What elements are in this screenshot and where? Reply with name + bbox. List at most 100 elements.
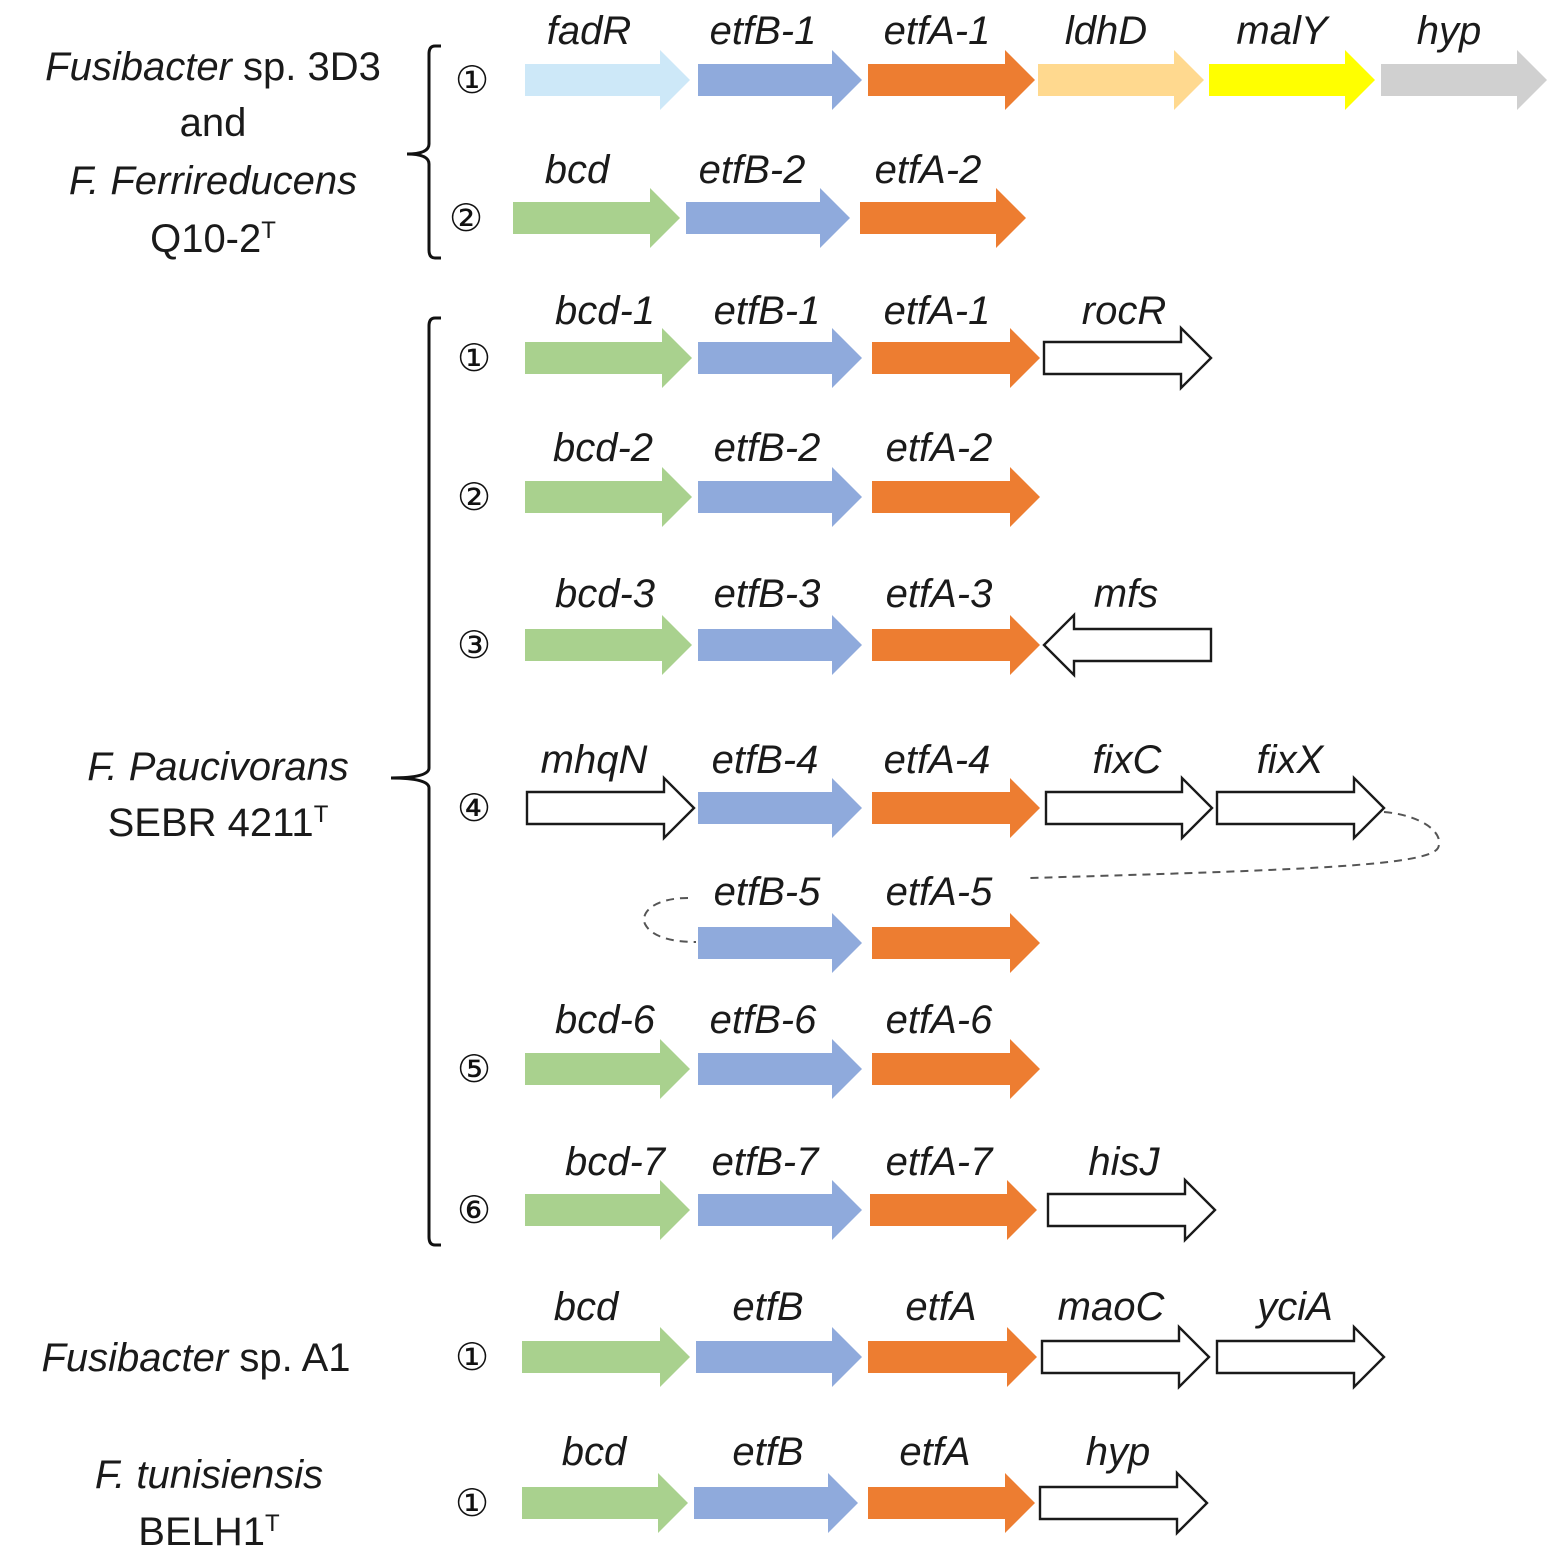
gene-arrow-etfA-4 <box>872 778 1040 838</box>
gene-label: etfB-5 <box>714 870 821 914</box>
gene-arrow-ldhD <box>1038 50 1204 110</box>
gene-arrow-yciA <box>1215 1324 1386 1390</box>
gene-label: fixX <box>1257 738 1325 782</box>
gene-label: ldhD <box>1065 9 1147 53</box>
organism-label-line: F. Paucivorans <box>87 745 349 789</box>
gene-arrow-etfA-1 <box>868 50 1035 110</box>
gene-label: fadR <box>547 9 632 53</box>
gene-arrow-etfB-5 <box>698 913 862 973</box>
gene-arrow-fixX <box>1215 775 1386 841</box>
gene-label: bcd <box>562 1430 628 1474</box>
organism-label: Fusibacter sp. 3D3 and F. FerrireducensQ10… <box>45 45 381 261</box>
cluster-number: ① <box>457 338 491 380</box>
organism-label-line: SEBR 4211T <box>108 801 329 845</box>
cluster-number: ① <box>455 1337 489 1379</box>
gene-arrow-hyp <box>1038 1470 1209 1536</box>
gene-label: fixC <box>1093 738 1163 782</box>
organism-label-part: SEBR 4211 <box>108 801 314 845</box>
gene-arrow-hisJ <box>1046 1177 1217 1243</box>
gene-arrow-hyp <box>1381 50 1547 110</box>
organism-label-line: Q10-2T <box>150 217 276 261</box>
gene-label: etfB-2 <box>714 426 821 470</box>
gene-arrow-etfB-7 <box>698 1180 862 1240</box>
gene-label: etfA-7 <box>886 1140 994 1184</box>
cluster-number: ② <box>449 198 483 240</box>
gene-label: etfA-6 <box>886 998 993 1042</box>
gene-label: etfA <box>899 1430 970 1474</box>
cluster-number: ③ <box>457 625 491 667</box>
organism-label-part: BELH1 <box>138 1510 265 1554</box>
gene-arrow-bcd-2 <box>525 467 692 527</box>
organism-label-part: Q10-2 <box>150 217 261 261</box>
gene-label: bcd-1 <box>555 289 655 333</box>
gene-arrow-etfB-1 <box>698 50 862 110</box>
organism-label: Fusibacter sp. A1 <box>41 1336 350 1380</box>
gene-arrow-etfA-1 <box>872 328 1040 388</box>
organism-label-line: F. Ferrireducens <box>69 159 357 203</box>
organism-label-part: T <box>261 217 276 244</box>
gene-arrow-etfB-2 <box>686 188 850 248</box>
gene-arrow-bcd-7 <box>525 1180 690 1240</box>
organism-label-part: sp. A1 <box>228 1336 350 1380</box>
gene-arrow-etfA <box>868 1473 1035 1533</box>
gene-arrow-mhqN <box>525 775 696 841</box>
gene-arrow-etfA-2 <box>860 188 1026 248</box>
gene-label: etfA <box>905 1285 976 1329</box>
gene-label: etfA-5 <box>886 870 993 914</box>
continuation-links <box>643 811 1441 943</box>
gene-arrow-etfB-1 <box>698 328 862 388</box>
cluster-number: ⑥ <box>457 1190 491 1232</box>
organism-label-part: F. Ferrireducens <box>69 159 357 203</box>
gene-arrow-etfB <box>696 1327 862 1387</box>
organism-labels: Fusibacter sp. 3D3 and F. FerrireducensQ10… <box>41 45 380 1554</box>
gene-label: hyp <box>1417 9 1482 53</box>
cluster-number: ② <box>457 477 491 519</box>
organism-label-part: F. Paucivorans <box>87 745 349 789</box>
gene-arrow-etfB-6 <box>698 1039 862 1099</box>
gene-label: etfA-3 <box>886 572 993 616</box>
gene-arrow-etfA-6 <box>872 1039 1040 1099</box>
gene-label: etfB <box>732 1430 803 1474</box>
gene-label: etfB-6 <box>710 998 817 1042</box>
gene-label: etfA-2 <box>875 148 982 192</box>
gene-arrow-bcd <box>522 1327 690 1387</box>
gene-label: bcd <box>554 1285 620 1329</box>
gene-arrow-bcd <box>513 188 680 248</box>
gene-label: hyp <box>1086 1430 1151 1474</box>
gene-label: etfB <box>732 1285 803 1329</box>
gene-label: etfA-1 <box>884 9 991 53</box>
organism-label-part: and <box>180 101 247 145</box>
organism-label-line: Fusibacter sp. 3D3 <box>45 45 381 89</box>
organism-label-part: Fusibacter <box>45 45 233 89</box>
organism-bracket <box>406 44 441 260</box>
organism-label-part: T <box>314 801 329 828</box>
gene-label: etfB-7 <box>712 1140 820 1184</box>
continuation-link <box>643 897 697 943</box>
organism-label-part: F. tunisiensis <box>95 1453 323 1497</box>
gene-arrow-maoC <box>1040 1324 1211 1390</box>
gene-label: etfB-1 <box>710 9 817 53</box>
organism-label-line: and <box>180 101 247 145</box>
gene-arrow-bcd-3 <box>525 615 692 675</box>
gene-label: mhqN <box>541 738 648 782</box>
organism-bracket <box>390 316 441 1247</box>
gene-arrow-etfB <box>694 1473 858 1533</box>
gene-arrow-etfA-3 <box>872 615 1040 675</box>
organism-label-part: T <box>265 1510 280 1537</box>
gene-label: bcd-2 <box>553 426 653 470</box>
gene-label: mfs <box>1094 572 1158 616</box>
gene-arrow-bcd-1 <box>525 328 692 388</box>
gene-label: bcd <box>545 148 611 192</box>
organism-label-part: sp. 3D3 <box>232 45 381 89</box>
gene-label: etfB-1 <box>714 289 821 333</box>
